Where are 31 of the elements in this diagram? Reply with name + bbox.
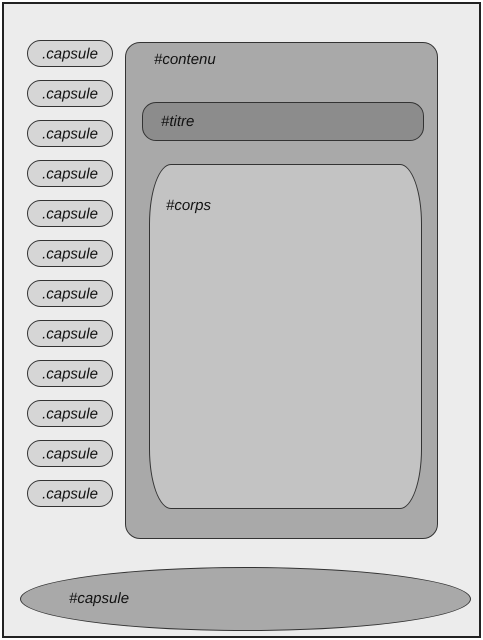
node-label: .capsule: [42, 205, 98, 222]
node-label: .capsule: [42, 365, 98, 382]
node-label: #titre: [161, 113, 194, 130]
node-label: .capsule: [42, 85, 98, 102]
capsule-box: [27, 80, 113, 107]
capsule-box: [27, 40, 113, 67]
capsule-box: [27, 360, 113, 387]
node-label: .capsule: [42, 45, 98, 62]
node-label: #contenu: [154, 51, 216, 68]
node-label: .capsule: [42, 245, 98, 262]
capsule-box: [27, 200, 113, 227]
node-label: .capsule: [42, 165, 98, 182]
node-label: .capsule: [42, 285, 98, 302]
container-panel: [125, 42, 438, 539]
capsule-box: [27, 320, 113, 347]
node-label: .capsule: [42, 325, 98, 342]
body-panel: [149, 164, 422, 509]
node-label: #capsule: [69, 590, 130, 607]
capsule-box: [27, 400, 113, 427]
capsule-box: [27, 480, 113, 507]
node-label: .capsule: [42, 445, 98, 462]
node-label: .capsule: [42, 125, 98, 142]
capsule-box: [27, 440, 113, 467]
node-label: .capsule: [42, 405, 98, 422]
capsule-box: [27, 240, 113, 267]
node-label: .capsule: [42, 485, 98, 502]
capsule-box: [27, 160, 113, 187]
node-label: #corps: [166, 197, 212, 214]
title-bar: [142, 102, 424, 141]
capsule-box: [27, 280, 113, 307]
capsule-box: [27, 120, 113, 147]
